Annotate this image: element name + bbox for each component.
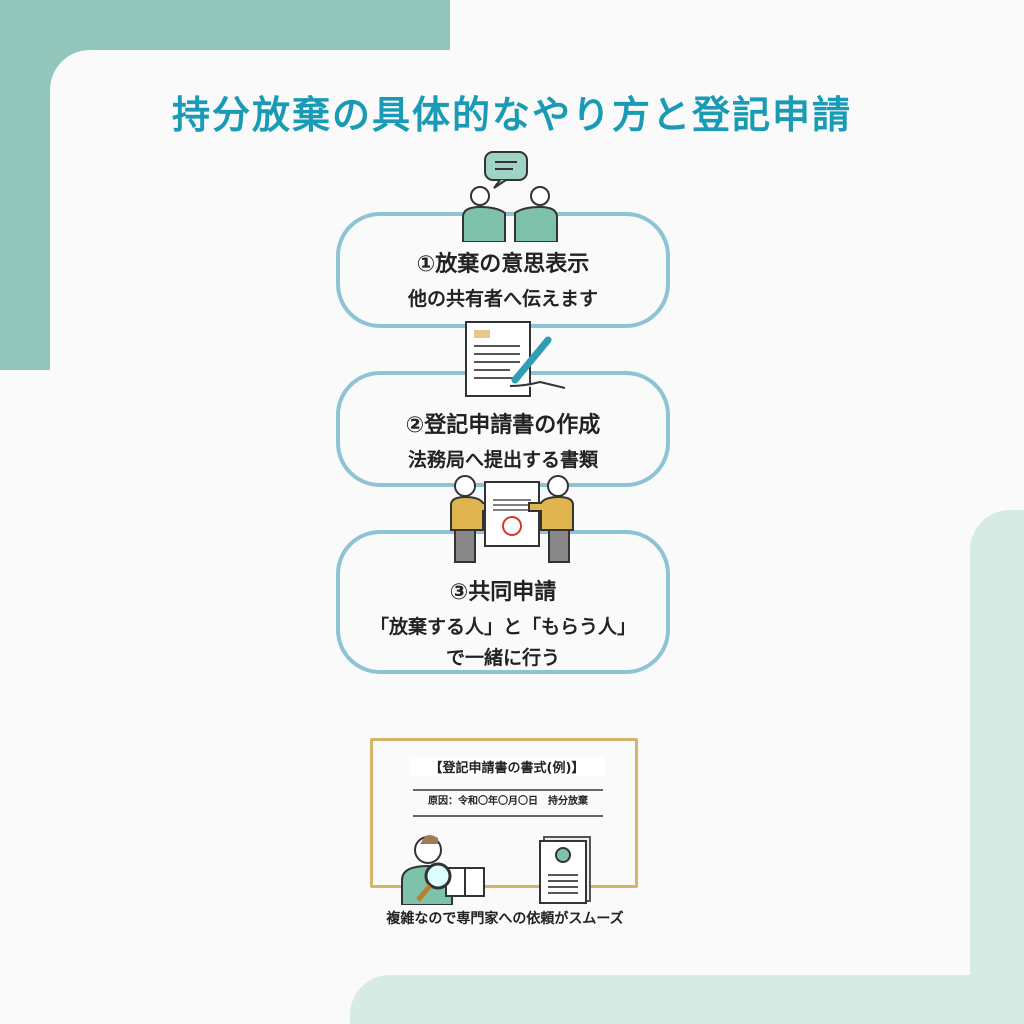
joint-application-icon (450, 475, 574, 563)
example-reason: 原因：令和〇年〇月〇日 持分放棄 (428, 796, 588, 807)
expert-magnifier-icon (401, 835, 485, 905)
application-format-example: 【登記申請書の書式(例)】 原因：令和〇年〇月〇日 持分放棄 (370, 738, 638, 888)
divider (413, 789, 603, 791)
step-heading: ①放棄の意思表示 (416, 252, 590, 277)
two-people-talking-icon (462, 151, 558, 242)
caption: 複雑なので専門家への依頼がスムーズ (386, 911, 624, 927)
certificate-document-icon (539, 836, 591, 904)
step-3-box: ③共同申請 「放棄する人」と「もらう人」 で一緒に行う (336, 530, 670, 674)
page-title: 持分放棄の具体的なやり方と登記申請 (171, 93, 852, 137)
document-pen-icon (465, 321, 566, 397)
step-heading: ③共同申請 (449, 580, 557, 605)
step-heading: ②登記申請書の作成 (405, 413, 601, 438)
divider (413, 815, 603, 817)
step-text: 法務局へ提出する書類 (407, 449, 598, 471)
corner-decoration (350, 975, 1024, 1024)
step-text: 「放棄する人」と「もらう人」 (369, 616, 636, 638)
example-title: 【登記申請書の書式(例)】 (409, 757, 605, 776)
step-1-box: ①放棄の意思表示 他の共有者へ伝えます (336, 212, 670, 328)
step-text: 他の共有者へ伝えます (407, 288, 598, 310)
step-text: で一緒に行う (445, 647, 560, 669)
corner-decoration (970, 510, 1024, 1024)
